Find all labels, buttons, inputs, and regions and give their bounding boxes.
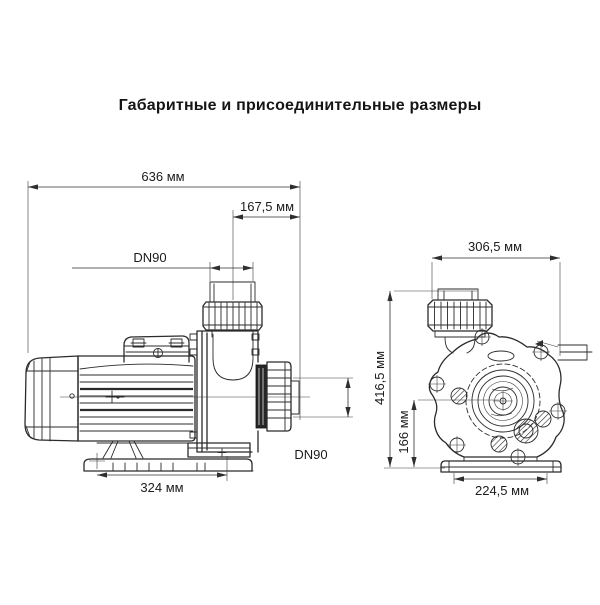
- base-plate: [83, 440, 254, 472]
- dim-suction-dn: DN90: [72, 250, 254, 281]
- dim-suction-offset-label: 167,5 мм: [240, 199, 294, 214]
- dim-overall-length-label: 636 мм: [141, 169, 184, 184]
- front-volute: [428, 328, 593, 466]
- dim-front-base-width-label: 224,5 мм: [475, 483, 529, 498]
- impeller-rings: [465, 363, 541, 439]
- suction-union: [202, 281, 263, 338]
- front-view: 306,5 мм 416,5 мм 166 мм 224,5 мм: [372, 239, 593, 498]
- motor-body: [77, 355, 196, 442]
- pump-bracket: [189, 330, 260, 453]
- front-discharge-stub: [535, 340, 593, 361]
- terminal-box: [123, 335, 190, 363]
- dim-axis-height-label: 166 мм: [396, 410, 411, 453]
- front-union-nut: [427, 299, 493, 354]
- dim-base-length-label: 324 мм: [140, 480, 183, 495]
- dim-front-width: 306,5 мм: [431, 239, 561, 356]
- dim-discharge-dn: DN90: [293, 377, 353, 462]
- dim-front-base-width: 224,5 мм: [453, 473, 548, 498]
- dim-front-width-label: 306,5 мм: [468, 239, 522, 254]
- dim-overall-height-label: 416,5 мм: [372, 351, 387, 405]
- hatched-plugs: [450, 387, 552, 453]
- page-title: Габаритные и присоединительные размеры: [118, 97, 482, 114]
- dim-base-length: 324 мм: [89, 453, 228, 495]
- dim-suction-dn-label: DN90: [133, 250, 166, 265]
- volute-elbow: [212, 333, 254, 381]
- front-pipe-stub: [437, 288, 479, 301]
- dim-overall-length: 636 мм: [27, 169, 301, 420]
- dim-suction-offset: 167,5 мм: [233, 199, 300, 220]
- dim-overall-height: 416,5 мм: [372, 290, 477, 469]
- fan-cover: [24, 355, 79, 442]
- dim-axis-height: 166 мм: [396, 399, 499, 467]
- front-base: [440, 456, 562, 473]
- dim-discharge-dn-label: DN90: [294, 447, 327, 462]
- side-view: 636 мм 167,5 мм DN90 324 мм: [24, 169, 353, 495]
- discharge-union: [255, 361, 300, 432]
